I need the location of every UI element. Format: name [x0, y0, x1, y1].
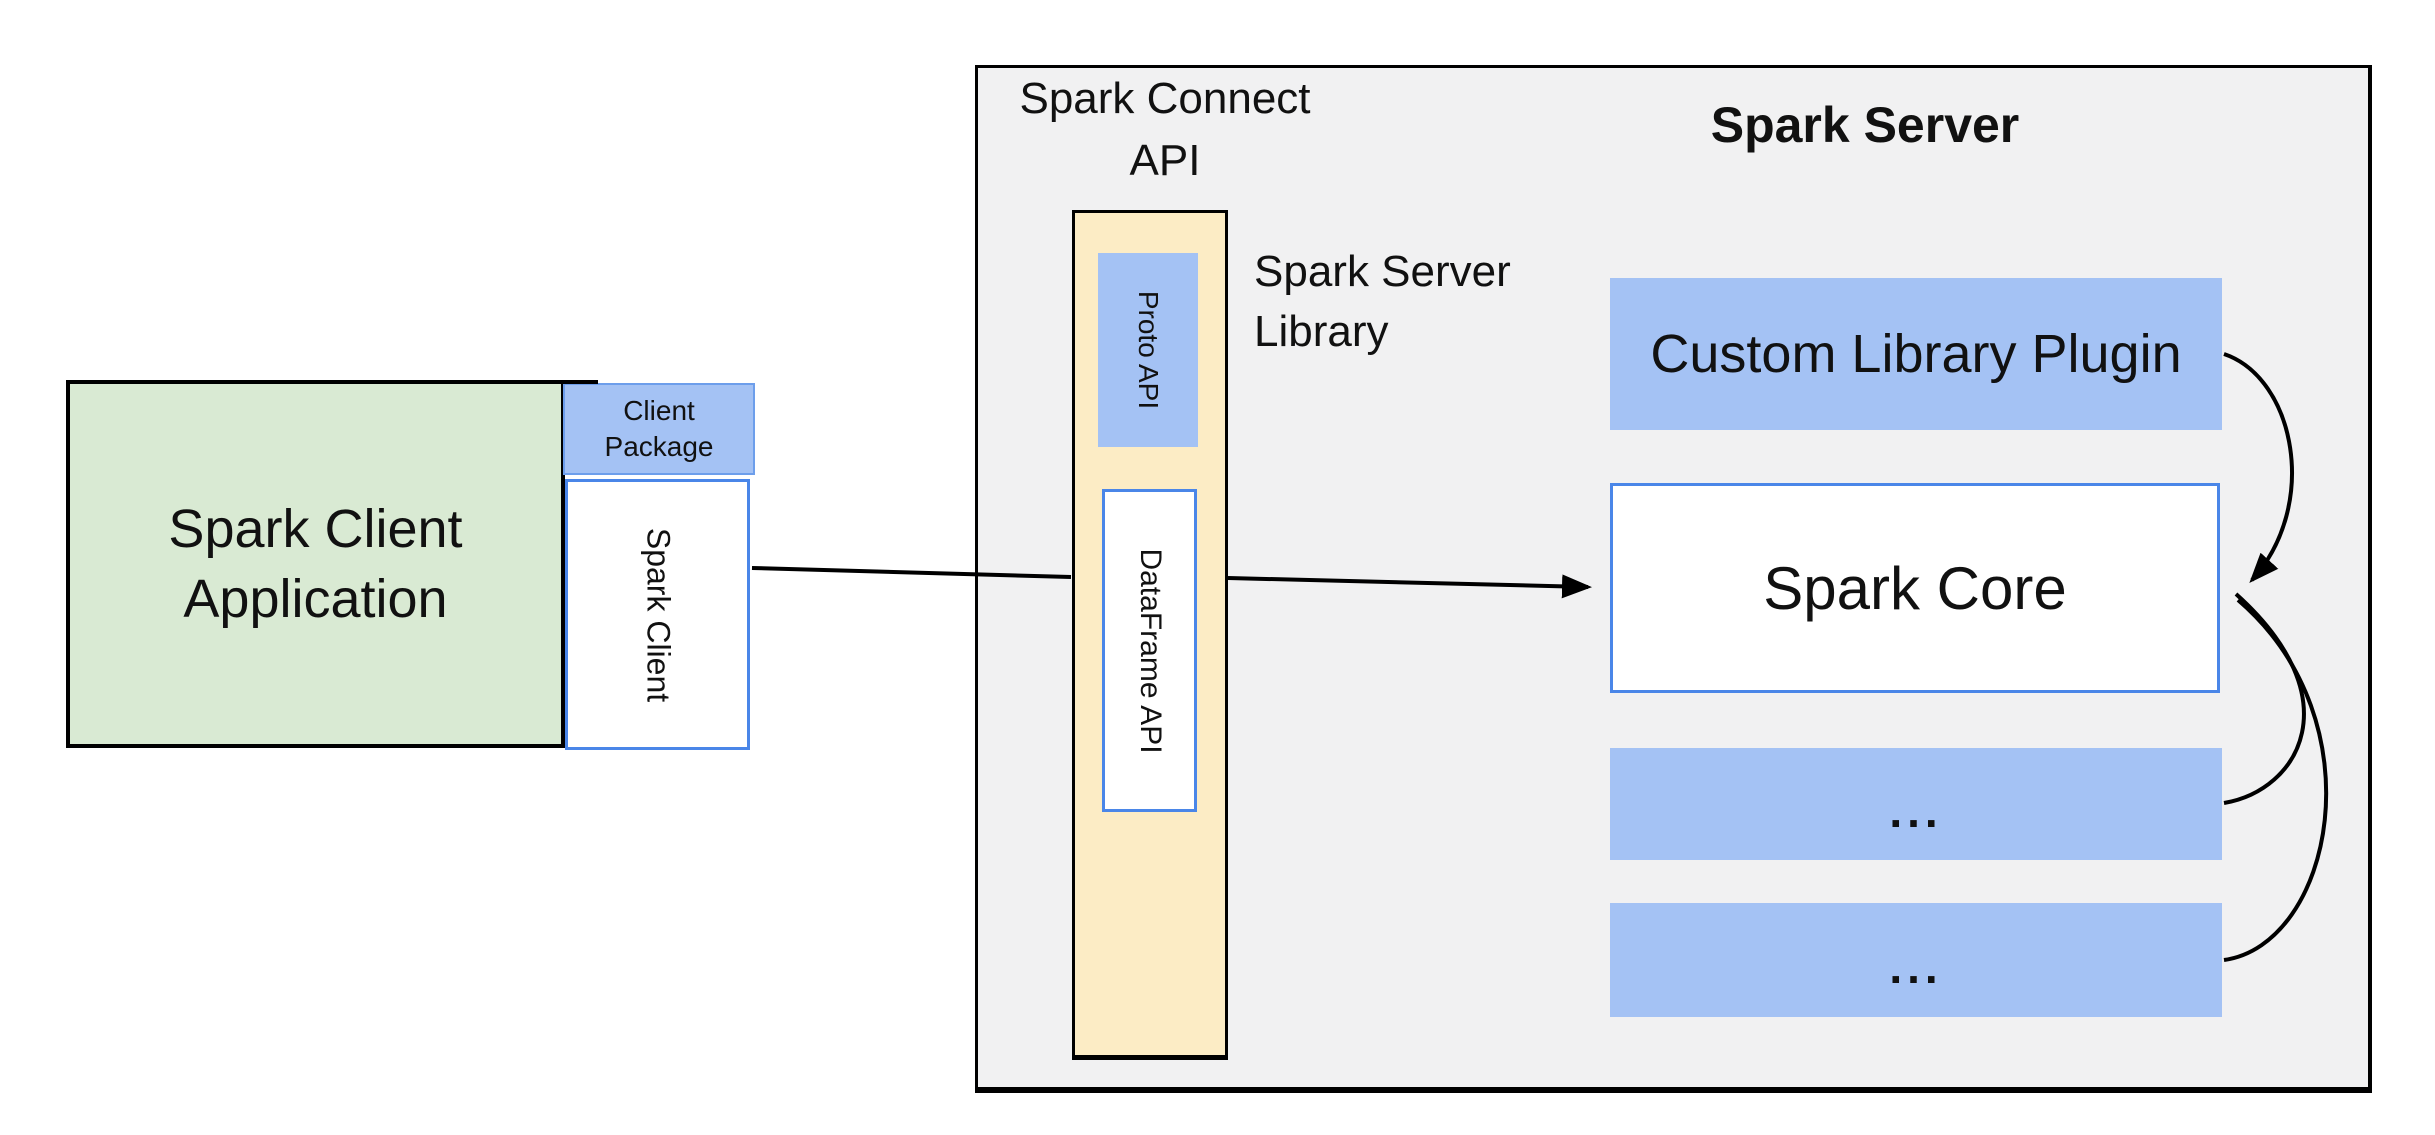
- proto-api-box: Proto API: [1098, 253, 1198, 447]
- spark-core-box: Spark Core: [1610, 483, 2220, 693]
- dataframe-api-label: DataFrame API: [1133, 547, 1167, 754]
- spark-client-application-label-line1: Spark Client: [168, 499, 463, 559]
- plugin-slot-box-1: ...: [1610, 748, 2222, 860]
- spark-server-library-label-line2: Library: [1254, 307, 1389, 356]
- spark-server-title: Spark Server: [1710, 97, 2020, 153]
- plugin-slot-1-label: ...: [1889, 785, 1943, 837]
- spark-client-application-label-line2: Application: [183, 569, 448, 629]
- spark-client-application-box: Spark Client Application: [66, 380, 565, 748]
- plugin-slot-box-2: ...: [1610, 903, 2222, 1017]
- client-package-box: Client Package: [563, 383, 755, 475]
- custom-library-plugin-label: Custom Library Plugin: [1650, 324, 2182, 384]
- custom-library-plugin-box: Custom Library Plugin: [1610, 278, 2222, 430]
- client-package-label-line1: Client: [623, 395, 695, 426]
- spark-client-box: Spark Client: [565, 479, 750, 750]
- green-box-top-border-extension: [560, 380, 598, 384]
- spark-connect-api-label-line1: Spark Connect: [1019, 74, 1311, 123]
- spark-connect-api-label: Spark Connect API: [985, 68, 1345, 192]
- spark-core-label: Spark Core: [1763, 554, 2067, 622]
- spark-server-library-label-line1: Spark Server: [1254, 247, 1511, 296]
- spark-client-label: Spark Client: [640, 527, 676, 702]
- spark-connect-api-label-line2: API: [1129, 136, 1201, 185]
- dataframe-api-box: DataFrame API: [1102, 489, 1197, 812]
- plugin-slot-2-label: ...: [1889, 941, 1943, 993]
- proto-api-label: Proto API: [1133, 290, 1164, 410]
- client-package-label-line2: Package: [604, 431, 714, 462]
- spark-server-library-label: Spark Server Library: [1254, 242, 1584, 362]
